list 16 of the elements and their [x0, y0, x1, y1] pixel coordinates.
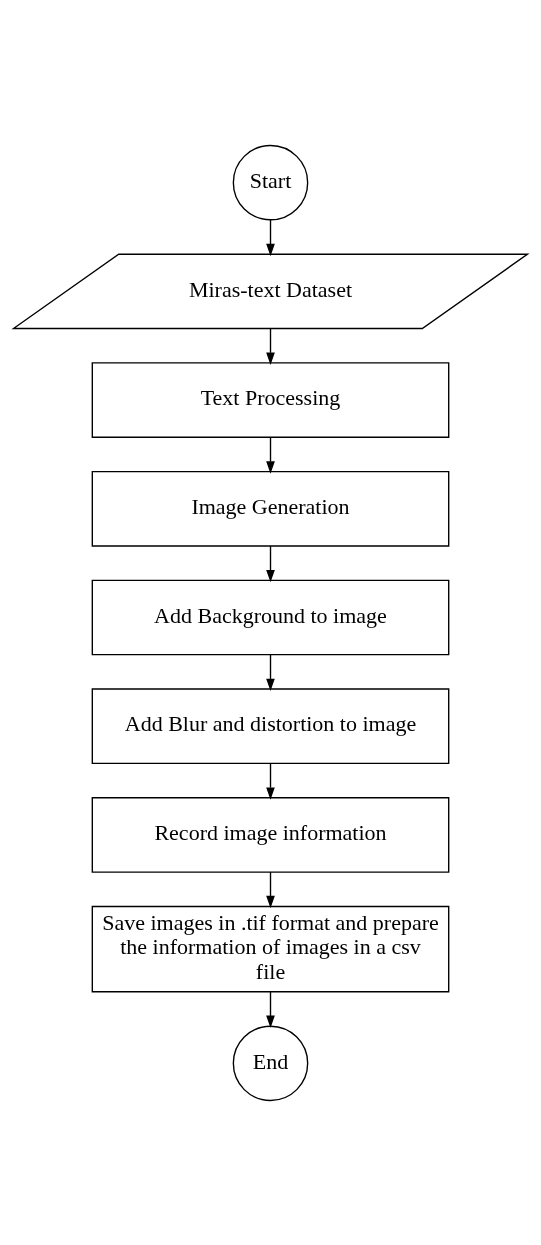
- node-box: Text Processing: [91, 361, 450, 438]
- node-box: Record image information: [91, 796, 450, 873]
- arrow: [266, 990, 275, 1028]
- node-box: Add Background to image: [91, 579, 450, 655]
- node-box: Save images in .tif format and prepare the information of images in a csv file: [91, 905, 450, 992]
- arrow: [266, 436, 275, 474]
- arrow: [266, 653, 275, 691]
- arrow: [266, 870, 275, 908]
- node-box: Add Blur and distortion to image: [91, 687, 450, 764]
- arrow: [266, 544, 275, 582]
- node-circle: End: [232, 1025, 309, 1101]
- arrow: [266, 218, 275, 256]
- arrow: [266, 327, 275, 365]
- node-circle: Start: [232, 144, 309, 220]
- node-box: Image Generation: [91, 470, 450, 547]
- arrow: [266, 762, 275, 800]
